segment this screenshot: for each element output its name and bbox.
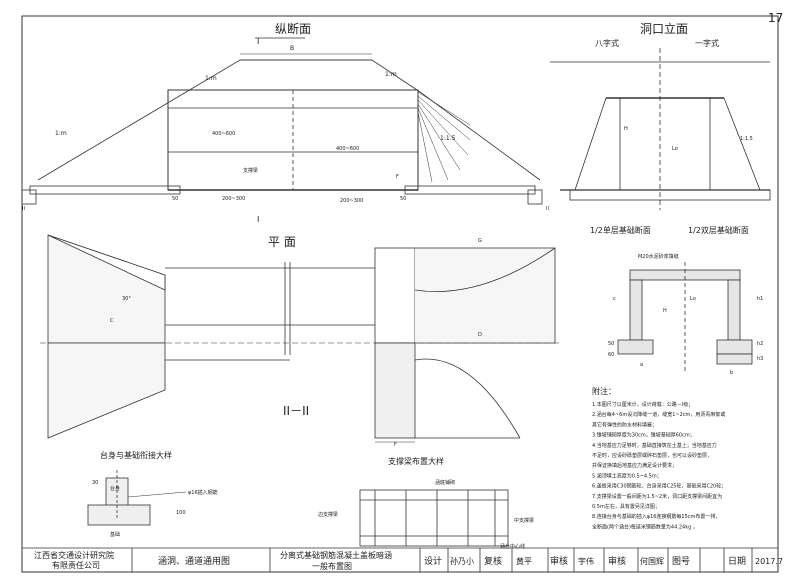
project-name: 涵洞、通道通用图 [158, 555, 230, 567]
side-beam-label: 边支撑梁 [318, 511, 338, 518]
note-line: 并保证换填后地基应力满足设计要求； [592, 462, 677, 469]
longitudinal-title: 纵断面 [275, 21, 311, 36]
slope-left: 1:m [55, 130, 67, 137]
dim-60: 60 [608, 352, 614, 358]
dim-50-b: 50 [400, 196, 406, 202]
note-line: 全断面(两个涵台)每延米钢筋数量为44.24kg 。 [592, 523, 698, 530]
f-label-long: F [396, 174, 399, 180]
note-line: 6.盖板采用C30钢筋砼，台身采用C25砼，基础采用C20砼； [592, 483, 726, 490]
note-line: 4.当地基应力足够时，基础直接筑在土基上；当地基应力 [592, 442, 717, 449]
approve-signature: 何国辉 [640, 556, 664, 566]
slope-right-top: 1:m [385, 71, 397, 78]
title-block [22, 547, 778, 572]
drawing-title-1: 分离式基础钢筋混凝土盖板暗涵 [280, 550, 392, 560]
review-label: 审核 [550, 555, 568, 567]
institute-line2: 有限责任公司 [52, 560, 100, 570]
abutment-detail-title: 台身与基础衔接大样 [100, 450, 172, 460]
sheet-number: 17 [768, 11, 783, 25]
dim-100: 100 [176, 510, 186, 516]
abutment-detail: 台身与基础衔接大样 台身 基础 φ16插入钢筋 100 30 [87, 450, 218, 538]
audit-label: 审核 [608, 555, 626, 567]
check-label: 复核 [484, 555, 502, 567]
mid-beam-label: 中支撑梁 [514, 517, 534, 524]
longitudinal-section: 纵断面 B 1:m 1:m 1:m 1:1.5 400~600 400~600 … [21, 21, 549, 224]
institute-line1: 江西省交通设计研究院 [34, 550, 114, 560]
dim-30: 30 [92, 480, 98, 486]
note-line: 其它有弹性的防水材料填塞； [592, 421, 657, 428]
support-beam-detail: 支撑梁布置大样 涵底铺砌 边支撑梁 中支撑梁 涵台中心线 [318, 456, 534, 550]
g-label: G [478, 238, 482, 244]
support-beam-label: 支撑梁 [243, 167, 258, 174]
dim-200-300: 200~300 [222, 196, 245, 202]
slope-portal: 1:1.5 [740, 136, 753, 142]
review-signature: 宇伟 [578, 556, 594, 566]
foundation-label: 基础 [110, 531, 120, 538]
section-ii-label: II－II [283, 404, 309, 418]
angle-label: 30° [122, 296, 131, 302]
design-label: 设计 [424, 555, 442, 567]
dim-c: c [613, 296, 616, 302]
dim-h1: h1 [757, 296, 763, 302]
dim-200-300-b: 200~300 [340, 198, 363, 204]
note-line: 2.涵台每4~6m设沉降缝一道，缝宽1~2cm，用沥青麻絮或 [592, 411, 725, 418]
design-signature: 孙乃小 [450, 556, 474, 566]
notes-heading: 附注： [592, 386, 616, 396]
note-line: 3.锥坡铺砌厚度为30cm，锥坡基础厚60cm； [592, 432, 695, 439]
drawing-title-2: 一般布置图 [312, 561, 352, 571]
f-label-plan: F [394, 442, 397, 448]
span-b-label: B [290, 45, 294, 52]
rebar-label: φ16插入钢筋 [188, 489, 218, 496]
h-portal: H [624, 126, 628, 132]
portal-elevation: 洞口立面 八字式 一字式 Lo H 1:1.5 [550, 21, 771, 210]
dim-50-sec: 50 [608, 341, 614, 347]
culvert-center-label: 涵台中心线 [500, 543, 525, 550]
dim-400-600: 400~600 [212, 131, 235, 137]
culvert-slab-label: 涵底铺砌 [435, 479, 455, 486]
note-line: 7.支撑梁设置一般间距为1.5~2米，洞口距支撑梁间距宜为 [592, 493, 722, 500]
dim-a: a [640, 362, 643, 368]
note-line: 0.5m左右，具有置另见详图； [592, 503, 660, 510]
title-block-text: 江西省交通设计研究院 有限责任公司 涵洞、通道通用图 分离式基础钢筋混凝土盖板暗… [34, 550, 783, 571]
d-label: D [478, 332, 482, 338]
mortar-label: M20水泥砂浆填缝 [638, 253, 679, 260]
abutment-label: 台身 [110, 485, 120, 492]
notes: 附注： 1.本图尺寸以厘米计，设计荷载：公路－I级； 2.涵台每4~6m设沉降缝一… [592, 386, 726, 530]
date-value: 2017.7 [755, 557, 783, 566]
slope-right: 1:1.5 [440, 135, 456, 142]
section-ii-right: II [546, 206, 549, 212]
sheet-border [21, 15, 779, 573]
slope-left-top: 1:m [205, 75, 217, 82]
note-line: 8.连接台身与基础的插入φ16连接钢筋每15cm布置一排， [592, 513, 720, 520]
drawing-no-label: 图号 [672, 556, 690, 567]
portal-type-right: 一字式 [695, 38, 719, 48]
lo-portal: Lo [672, 146, 678, 152]
portal-type-left: 八字式 [595, 38, 619, 48]
lo-section: Lo [690, 296, 696, 302]
note-line: 不足时，应设砂砾垫层或碎石垫层，也可以设砂垫层， [592, 452, 712, 459]
section-i-top: I [257, 37, 259, 46]
note-line: 1.本图尺寸以厘米计，设计荷载：公路－I级； [592, 401, 693, 408]
half-double-title: 1/2双层基础断面 [688, 225, 749, 235]
dim-h3: h3 [757, 356, 763, 362]
h-section: H [663, 308, 667, 314]
c-label: C [110, 318, 114, 324]
check-signature: 黄平 [516, 556, 532, 566]
note-line: 5.涵顶填土高度为0.5~4.5m； [592, 472, 662, 479]
dim-50-a: 50 [172, 196, 178, 202]
date-label: 日期 [728, 556, 746, 567]
portal-title: 洞口立面 [640, 21, 688, 36]
dim-400-600-b: 400~600 [336, 146, 359, 152]
dim-b: b [730, 370, 733, 376]
section-ii-left: II [22, 206, 25, 212]
section-i-bottom: I [257, 215, 259, 224]
plan-view: 平 面 II－II C 30° G D F [40, 234, 560, 448]
half-single-title: 1/2单层基础断面 [590, 225, 651, 235]
foundation-section: 1/2单层基础断面 1/2双层基础断面 M20水泥砂浆填缝 H Lo c h1 … [590, 225, 763, 376]
support-detail-title: 支撑梁布置大样 [388, 456, 444, 466]
plan-title: 平 面 [268, 235, 296, 249]
dim-h2: h2 [757, 341, 763, 347]
